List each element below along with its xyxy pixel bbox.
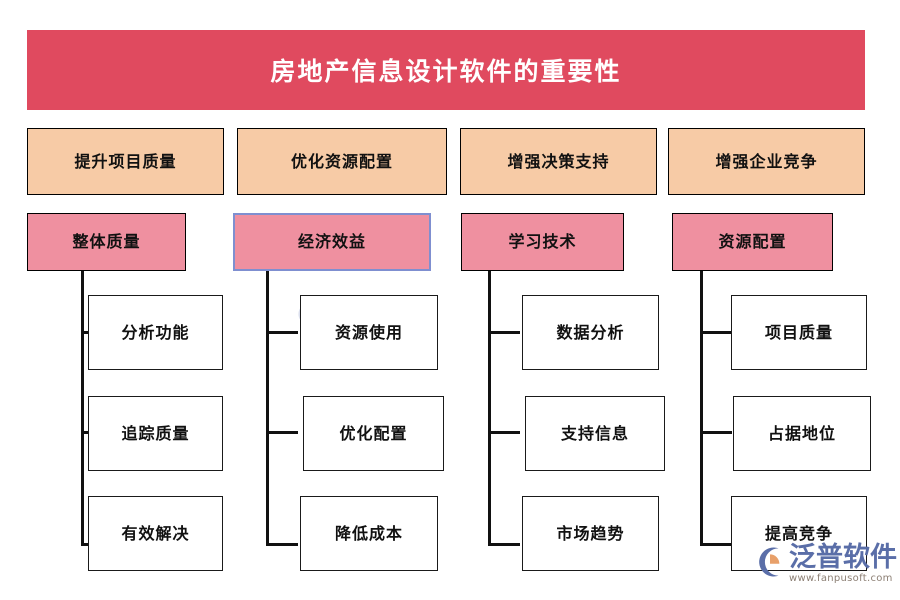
branch-line-3-2	[488, 431, 520, 434]
leaf-box-1-1[interactable]: 分析功能	[88, 295, 223, 370]
leaf-label-4-2: 占据地位	[767, 423, 836, 443]
level1-box-2[interactable]: 优化资源配置	[237, 128, 447, 195]
level1-box-3[interactable]: 增强决策支持	[460, 128, 657, 195]
leaf-label-3-2: 支持信息	[560, 423, 629, 443]
trunk-line-2	[266, 271, 269, 546]
level1-box-1[interactable]: 提升项目质量	[27, 128, 224, 195]
leaf-label-4-3: 提高竞争	[764, 523, 833, 543]
leaf-label-2-1: 资源使用	[334, 322, 403, 342]
branch-line-4-3	[700, 543, 732, 546]
branch-line-2-1	[266, 331, 298, 334]
leaf-label-4-1: 项目质量	[764, 322, 833, 342]
leaf-box-3-1[interactable]: 数据分析	[522, 295, 659, 370]
level2-box-3[interactable]: 学习技术	[461, 213, 624, 271]
leaf-box-2-1[interactable]: 资源使用	[300, 295, 438, 370]
level1-box-4[interactable]: 增强企业竞争	[668, 128, 865, 195]
level2-box-4[interactable]: 资源配置	[672, 213, 833, 271]
leaf-label-2-3: 降低成本	[334, 523, 403, 543]
leaf-box-3-2[interactable]: 支持信息	[525, 396, 665, 471]
level2-label-3: 学习技术	[508, 232, 577, 252]
leaf-label-3-3: 市场趋势	[556, 523, 625, 543]
level2-box-2[interactable]: 经济效益	[233, 213, 431, 271]
level2-label-1: 整体质量	[72, 232, 141, 252]
branch-line-4-2	[700, 431, 732, 434]
branch-line-3-3	[488, 543, 520, 546]
leaf-label-1-2: 追踪质量	[121, 423, 190, 443]
level2-box-1[interactable]: 整体质量	[27, 213, 186, 271]
leaf-box-1-2[interactable]: 追踪质量	[88, 396, 223, 471]
trunk-line-3	[488, 271, 491, 546]
leaf-box-2-3[interactable]: 降低成本	[300, 496, 438, 571]
trunk-line-1	[81, 271, 84, 546]
level1-label-1: 提升项目质量	[74, 151, 177, 171]
level2-label-4: 资源配置	[718, 232, 787, 252]
leaf-box-2-2[interactable]: 优化配置	[303, 396, 444, 471]
level1-label-2: 优化资源配置	[290, 151, 393, 171]
title-banner: 房地产信息设计软件的重要性	[27, 30, 865, 110]
branch-line-4-1	[700, 331, 732, 334]
level2-label-2: 经济效益	[297, 232, 366, 252]
trunk-line-4	[700, 271, 703, 546]
page-title: 房地产信息设计软件的重要性	[270, 57, 622, 86]
leaf-box-3-3[interactable]: 市场趋势	[522, 496, 659, 571]
branch-line-3-1	[488, 331, 520, 334]
branch-line-2-2	[266, 431, 298, 434]
leaf-label-1-3: 有效解决	[121, 523, 190, 543]
leaf-box-4-3[interactable]: 提高竞争	[731, 496, 867, 571]
leaf-box-1-3[interactable]: 有效解决	[88, 496, 223, 571]
leaf-label-1-1: 分析功能	[121, 322, 190, 342]
leaf-box-4-2[interactable]: 占据地位	[733, 396, 871, 471]
level1-label-3: 增强决策支持	[507, 151, 610, 171]
leaf-label-2-2: 优化配置	[339, 423, 408, 443]
leaf-label-3-1: 数据分析	[556, 322, 625, 342]
leaf-box-4-1[interactable]: 项目质量	[731, 295, 867, 370]
company-url: www.fanpusoft.com	[789, 573, 893, 584]
level1-label-4: 增强企业竞争	[715, 151, 818, 171]
branch-line-2-3	[266, 543, 298, 546]
